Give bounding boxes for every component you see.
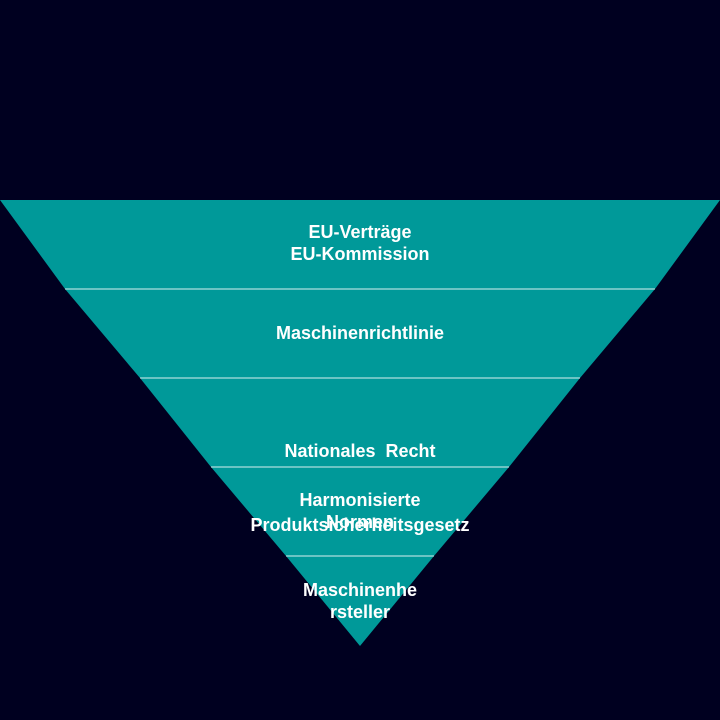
- layer-4-label: Harmonisierte Normen: [0, 489, 720, 533]
- layer-1-label: EU-Verträge EU-Kommission: [0, 221, 720, 265]
- layer-2-line-1: Maschinenrichtlinie: [275, 323, 445, 343]
- pyramid-layer-2: [65, 289, 655, 378]
- layer-4-line-2: Normen: [325, 512, 394, 532]
- layer-5-label: Maschinenhe rsteller: [0, 579, 720, 623]
- layer-1-line-1: EU-Verträge: [308, 222, 412, 242]
- pyramid-layer-3: [140, 378, 580, 467]
- layer-3-label: Nationales Recht Produktsicherheitsgeset…: [0, 396, 720, 580]
- layer-4-line-1: Harmonisierte: [299, 490, 421, 510]
- layer-5-line-1: Maschinenhe: [302, 580, 418, 600]
- layer-2-label: Maschinenrichtlinie: [0, 322, 720, 344]
- layer-3-line-2: Produktsicherheitsgesetz: [250, 515, 470, 535]
- pyramid-layer-1: [0, 200, 720, 289]
- layer-5-line-2: rsteller: [329, 602, 391, 622]
- pyramid-layer-5: [286, 556, 434, 646]
- layer-1-line-2: EU-Kommission: [290, 244, 430, 264]
- pyramid-layer-4: [211, 467, 509, 556]
- layer-3-line-1: Nationales Recht: [284, 441, 436, 461]
